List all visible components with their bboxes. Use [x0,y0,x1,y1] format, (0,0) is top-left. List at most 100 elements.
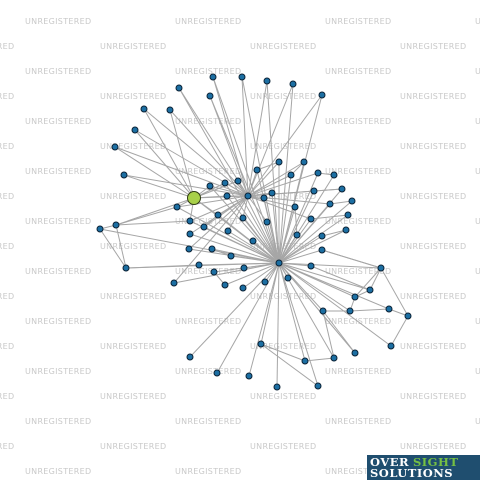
graph-node [387,342,395,350]
graph-edge [173,195,249,284]
graph-node [301,357,309,365]
graph-edge [203,195,249,228]
graph-node [314,169,322,177]
watermark-text: UNREGISTERED [175,67,241,76]
watermark-text: UNREGISTERED [325,367,391,376]
graph-edge [260,343,319,387]
graph-edge [310,265,371,291]
graph-edge [188,195,249,250]
graph-edge [278,262,382,269]
graph-edge [209,95,280,264]
graph-node [307,262,315,270]
watermark-text: UNREGISTERED [325,467,391,476]
graph-node [208,245,216,253]
graph-edge [369,267,382,291]
graph-edge [310,214,349,220]
graph-node [377,264,385,272]
watermark-text: UNREGISTERED [175,467,241,476]
graph-edge [278,214,349,264]
watermark-text: UNREGISTERED [25,17,91,26]
node-layer [96,73,412,391]
watermark-text: UNREGISTERED [100,42,166,51]
graph-edge [216,262,280,374]
graph-edge [276,262,280,388]
graph-node [173,203,181,211]
graph-edge [380,267,409,317]
watermark-text: UNREGISTERED [250,392,316,401]
graph-node [326,200,334,208]
watermark-text: UNREGISTERED [0,42,14,51]
watermark-text: UNREGISTERED [25,67,91,76]
graph-edge [115,224,127,269]
watermark-text: UNREGISTERED [175,217,241,226]
graph-node [260,194,268,202]
graph-node [346,307,354,315]
graph-edge [322,310,356,354]
graph-edge [189,233,280,264]
graph-edge [99,228,127,269]
graph-edge [278,83,294,264]
graph-edge [248,262,280,377]
graph-node [338,185,346,193]
graph-node [213,369,221,377]
graph-node [351,293,359,301]
graph-node [318,246,326,254]
watermark-text: UNREGISTERED [250,142,316,151]
graph-edge [252,240,280,264]
graph-edge [278,206,296,264]
graph-edge [322,310,335,359]
watermark-text: UNREGISTERED [475,217,480,226]
graph-node [261,278,269,286]
graph-node [319,307,327,315]
graph-edge [115,206,178,226]
graph-edge [278,262,319,387]
watermark-text: UNREGISTERED [325,217,391,226]
graph-edge [304,357,335,362]
watermark-text: UNREGISTERED [0,292,14,301]
graph-node [287,171,295,179]
graph-node [330,171,338,179]
watermark-text: UNREGISTERED [25,317,91,326]
logo-text-sight: SIGHT [413,455,459,469]
graph-node [175,84,183,92]
graph-edge [176,206,280,264]
graph-edge [260,262,280,345]
watermark-text: UNREGISTERED [475,117,480,126]
watermark-text: UNREGISTERED [0,342,14,351]
graph-node [227,252,235,260]
watermark-text: UNREGISTERED [175,267,241,276]
graph-edge [173,262,280,284]
graph-edge [169,109,195,199]
graph-node [234,177,242,185]
graph-edge [209,95,249,197]
graph-node [263,77,271,85]
watermark-text: UNREGISTERED [175,17,241,26]
watermark-text: UNREGISTERED [25,117,91,126]
watermark-text: UNREGISTERED [475,267,480,276]
graph-edge [278,218,312,264]
graph-edge [247,174,292,197]
watermark-text: UNREGISTERED [175,367,241,376]
focus-node [187,191,201,205]
oversight-solutions-logo: OVER SIGHT SOLUTIONS [367,455,480,480]
graph-edge [278,200,353,264]
graph-edge [271,192,280,264]
watermark-text: UNREGISTERED [100,392,166,401]
graph-node [291,203,299,211]
graph-node [112,221,120,229]
graph-node [206,182,214,190]
watermark-text: UNREGISTERED [175,167,241,176]
graph-node [186,217,194,225]
watermark-text: UNREGISTERED [100,192,166,201]
watermark-text: UNREGISTERED [325,67,391,76]
watermark-text: UNREGISTERED [0,92,14,101]
graph-node [120,171,128,179]
graph-node [166,106,174,114]
graph-node [263,218,271,226]
graph-edge [256,161,280,171]
graph-node [310,187,318,195]
graph-edge [224,182,280,264]
graph-node [385,305,393,313]
graph-edge [278,203,331,264]
